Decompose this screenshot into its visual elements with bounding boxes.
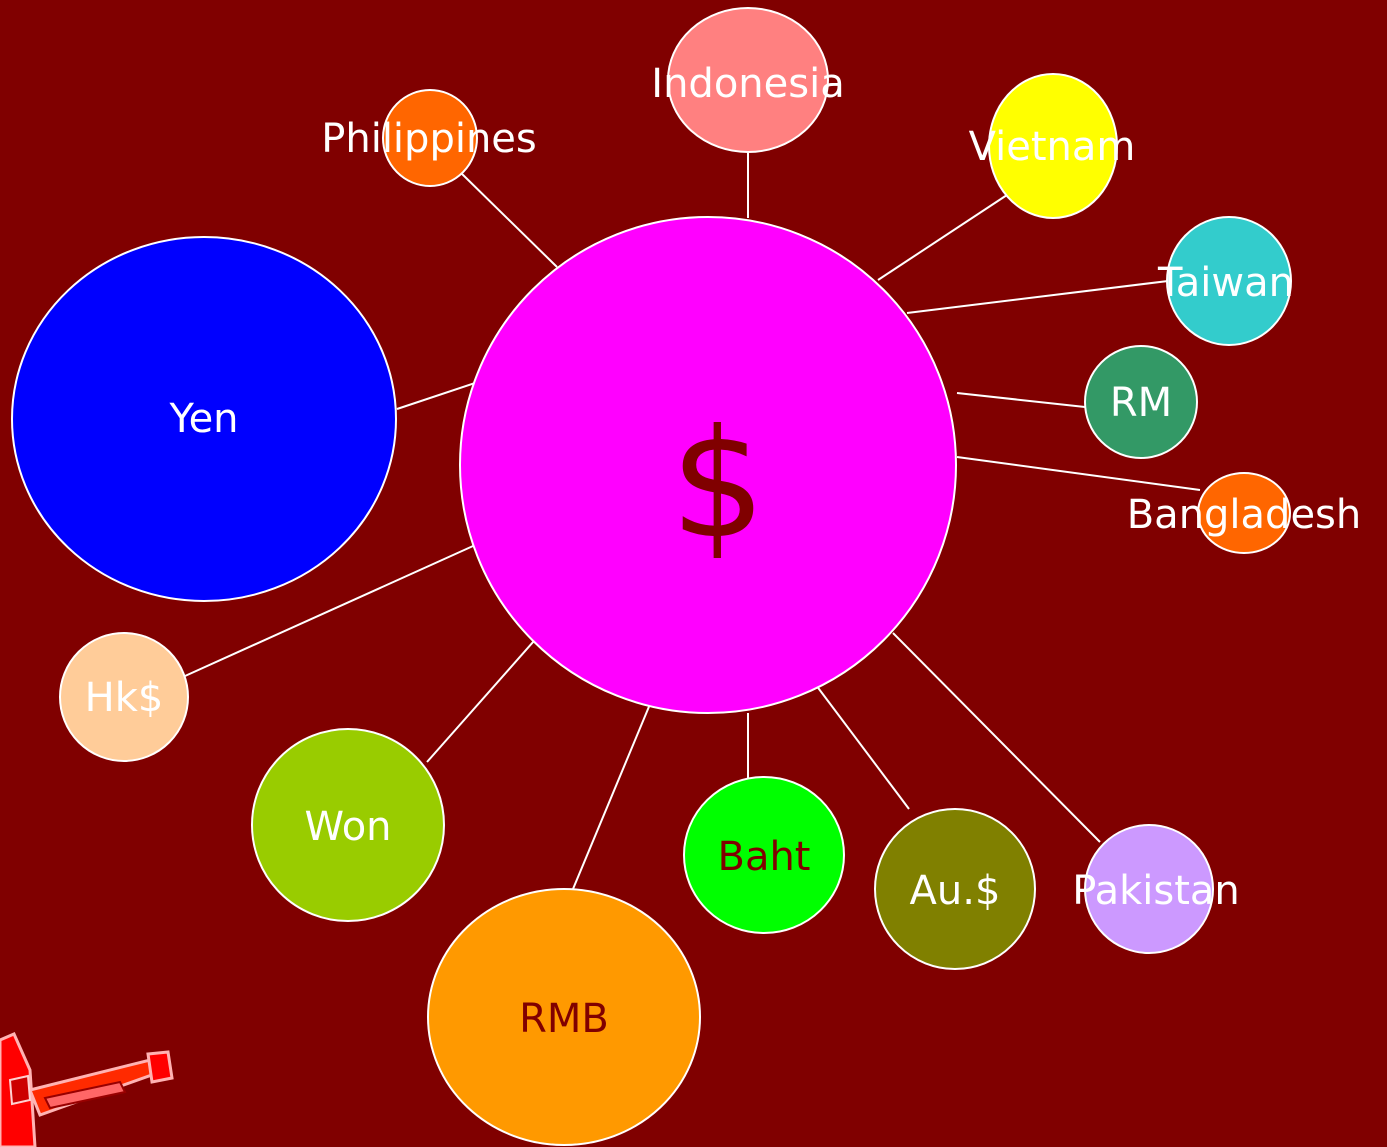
node-hk-circle — [59, 632, 189, 762]
node-bangladesh-label: Bangladesh — [1127, 492, 1362, 538]
node-baht-label: Baht — [718, 834, 811, 880]
node-pakistan-circle — [1084, 824, 1214, 954]
node-taiwan: Taiwan — [1157, 216, 1294, 346]
node-philippines-label: Philippines — [321, 116, 537, 162]
node-bangladesh: Bangladesh — [1127, 472, 1362, 554]
node-vietnam-label: Vietnam — [969, 124, 1136, 170]
node-won-circle — [251, 728, 445, 922]
node-vietnam: Vietnam — [969, 73, 1136, 219]
node-rmb: RMB — [427, 888, 701, 1146]
node-au-label: Au.$ — [910, 868, 1001, 914]
node-yen: Yen — [11, 236, 397, 602]
node-vietnam-circle — [988, 73, 1118, 219]
node-baht: Baht — [683, 776, 845, 934]
node-indonesia-circle — [667, 7, 829, 153]
node-yen-circle — [11, 236, 397, 602]
node-yen-label: Yen — [168, 396, 238, 442]
edge-hub-au — [812, 680, 910, 810]
hub-label: $ — [670, 398, 765, 572]
edge-hub-bangladesh — [956, 456, 1201, 491]
node-won: Won — [251, 728, 445, 922]
hub-node: $ — [459, 216, 957, 714]
edge-hub-pakistan — [892, 632, 1101, 843]
node-pakistan: Pakistan — [1072, 824, 1240, 954]
node-rm-label: RM — [1110, 380, 1172, 426]
node-indonesia: Indonesia — [651, 7, 845, 153]
edge-hub-taiwan — [906, 280, 1169, 314]
edge-hub-hk — [184, 536, 494, 677]
edge-hub-rmb — [572, 696, 654, 890]
node-baht-circle — [683, 776, 845, 934]
node-hk-label: Hk$ — [85, 675, 164, 721]
edge-hub-vietnam — [877, 192, 1011, 281]
node-rmb-circle — [427, 888, 701, 1146]
node-au: Au.$ — [874, 808, 1036, 970]
edge-hub-philippines — [458, 170, 558, 268]
node-philippines: Philippines — [321, 89, 537, 187]
edge-hub-won — [426, 632, 542, 763]
node-won-label: Won — [304, 804, 391, 850]
pencil-clipart-icon — [0, 1032, 174, 1147]
node-rm-circle — [1084, 345, 1198, 459]
node-philippines-circle — [382, 89, 478, 187]
node-rmb-label: RMB — [519, 996, 609, 1042]
node-bangladesh-circle — [1197, 472, 1291, 554]
node-au-circle — [874, 808, 1036, 970]
node-taiwan-circle — [1166, 216, 1292, 346]
edge-hub-rm — [956, 392, 1086, 408]
node-taiwan-label: Taiwan — [1157, 260, 1294, 306]
node-indonesia-label: Indonesia — [651, 61, 844, 107]
connectors — [184, 151, 1201, 890]
node-pakistan-label: Pakistan — [1072, 868, 1240, 914]
node-hk: Hk$ — [59, 632, 189, 762]
node-rm: RM — [1084, 345, 1198, 459]
hub-circle — [459, 216, 957, 714]
